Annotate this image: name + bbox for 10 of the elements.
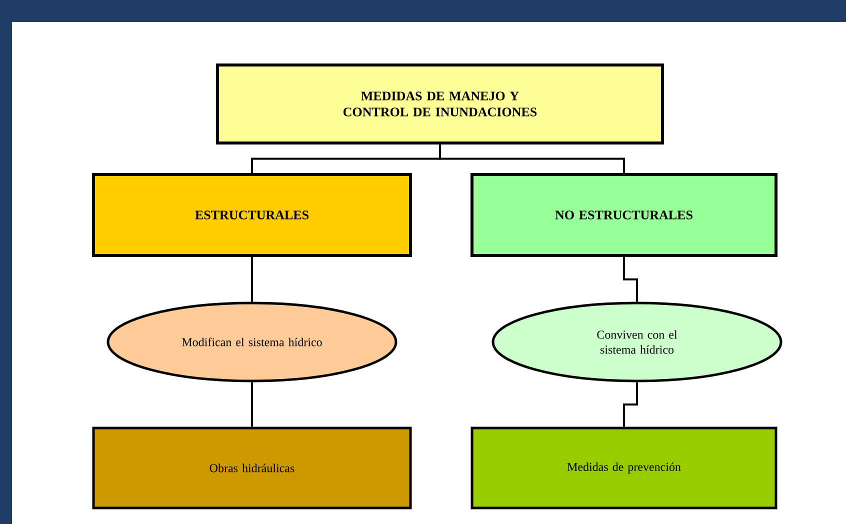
connector-line — [251, 257, 253, 302]
title-box: MEDIDAS DE MANEJO Y CONTROL DE INUNDACIONES — [216, 64, 664, 144]
category-box: NO ESTRUCTURALES — [470, 173, 778, 257]
connector-line — [251, 382, 253, 427]
result-box: Obras hidráulicas — [92, 426, 412, 510]
category-box: ESTRUCTURALES — [92, 173, 412, 257]
connector-line — [439, 144, 625, 173]
connector-line — [623, 257, 638, 302]
result-box: Medidas de prevención — [470, 426, 778, 510]
connector-line — [623, 382, 638, 427]
